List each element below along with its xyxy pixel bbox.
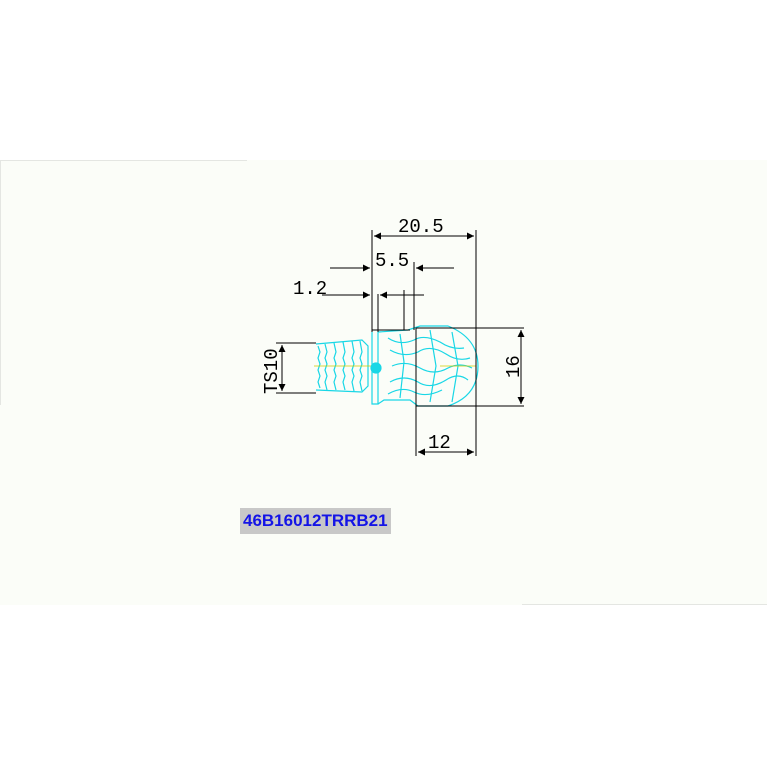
panel-border-top bbox=[0, 160, 247, 161]
thread-base bbox=[314, 339, 372, 393]
dim-flange: 1.2 bbox=[293, 278, 327, 300]
dim-base: TS10 bbox=[261, 348, 283, 394]
dim-inner-length: 5.5 bbox=[375, 250, 409, 272]
dimension-lines bbox=[278, 230, 525, 456]
bulb-outline bbox=[314, 325, 479, 407]
collar bbox=[371, 332, 379, 405]
part-number-label: 46B16012TRRB21 bbox=[240, 508, 391, 534]
dim-diameter: 16 bbox=[503, 355, 525, 378]
panel-border-bottom bbox=[522, 604, 767, 605]
panel-border-left bbox=[0, 160, 1, 405]
dim-overall-length: 20.5 bbox=[398, 216, 444, 238]
dim-head-length: 12 bbox=[428, 432, 451, 454]
